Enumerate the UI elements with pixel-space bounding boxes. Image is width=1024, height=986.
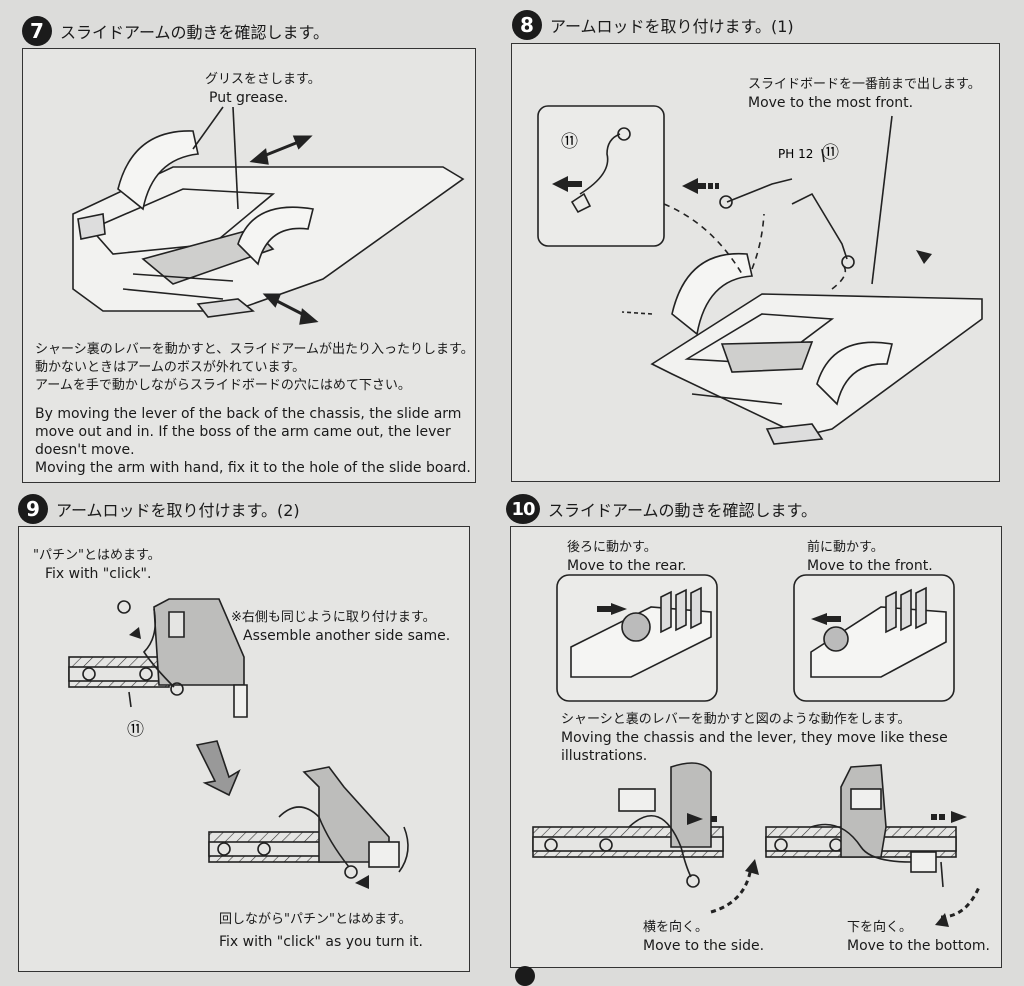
step-10-header: 10 スライドアームの動きを確認します。 (506, 494, 817, 524)
step-9-panel: ⑪ "パチン"とはめます。 Fix with "click". ※右側も同じよう… (18, 526, 470, 972)
step-title: スライドアームの動きを確認します。 (60, 23, 329, 42)
arm-rod-install-illustration: ⑪ PH 12 ⑪ (537, 105, 983, 445)
step-number-badge: 7 (22, 16, 52, 46)
step-7-desc-jp: シャーシ裏のレバーを動かすと、スライドアームが出たり入ったりします。 動かないと… (35, 342, 474, 393)
click-instruction-en: Fix with "click". (45, 566, 152, 582)
slide-arm-motion-illustration (532, 574, 981, 927)
step-7-header: 7 スライドアームの動きを確認します。 (22, 16, 329, 46)
slide-arm-chassis-illustration (72, 106, 465, 325)
part-11-label: ⑪ (127, 720, 144, 740)
step-title: アームロッドを取り付けます。(1) (550, 17, 794, 36)
step-number-badge: 8 (512, 10, 542, 40)
click-instruction-jp: "パチン"とはめます。 (33, 548, 161, 563)
bottom-label-en: Move to the bottom. (847, 938, 991, 954)
step-8-panel: ⑪ PH 12 ⑪ スライドボードを一番前まで出します。 Move to the… (511, 43, 1000, 482)
step-10-desc-en: Moving the chassis and the lever, they m… (561, 730, 948, 764)
front-label-en: Move to the front. (807, 558, 933, 574)
next-step-badge-partial (515, 966, 535, 986)
most-front-callout-jp: スライドボードを一番前まで出します。 (748, 77, 981, 92)
part-11-label: ⑪ (822, 143, 839, 163)
side-label-en: Move to the side. (643, 938, 765, 954)
step-7-desc-en: By moving the lever of the back of the c… (35, 406, 471, 476)
screw-ph12-label: PH 12 (778, 147, 813, 161)
front-label-jp: 前に動かす。 (807, 540, 884, 555)
side-label-jp: 横を向く。 (643, 920, 709, 935)
grease-callout-en: Put grease. (209, 90, 288, 106)
part-11-label: ⑪ (561, 132, 578, 152)
step-title: アームロッドを取り付けます。(2) (56, 501, 300, 520)
turn-click-jp: 回しながら"パチン"とはめます。 (219, 912, 412, 927)
step-8-header: 8 アームロッドを取り付けます。(1) (512, 10, 794, 40)
step-title: スライドアームの動きを確認します。 (548, 501, 817, 520)
step-10-desc-jp: シャーシと裏のレバーを動かすと図のような動作をします。 (561, 712, 911, 727)
step-9-header: 9 アームロッドを取り付けます。(2) (18, 494, 300, 524)
turn-click-en: Fix with "click" as you turn it. (219, 934, 423, 950)
arm-rod-click-illustration: ⑪ (68, 598, 409, 889)
rear-label-en: Move to the rear. (567, 558, 687, 574)
step-number-badge: 10 (506, 494, 540, 524)
grease-callout-jp: グリスをさします。 (205, 72, 321, 87)
step-7-panel: グリスをさします。 Put grease. シャーシ裏のレバーを動かすと、スライ… (22, 48, 476, 483)
rear-label-jp: 後ろに動かす。 (567, 540, 657, 555)
other-side-note-jp: ※右側も同じように取り付けます。 (231, 610, 436, 625)
most-front-callout-en: Move to the most front. (748, 95, 914, 111)
step-number-badge: 9 (18, 494, 48, 524)
step-10-panel: 後ろに動かす。 Move to the rear. 前に動かす。 Move to… (510, 526, 1002, 968)
other-side-note-en: Assemble another side same. (243, 628, 451, 644)
bottom-label-jp: 下を向く。 (847, 920, 913, 935)
